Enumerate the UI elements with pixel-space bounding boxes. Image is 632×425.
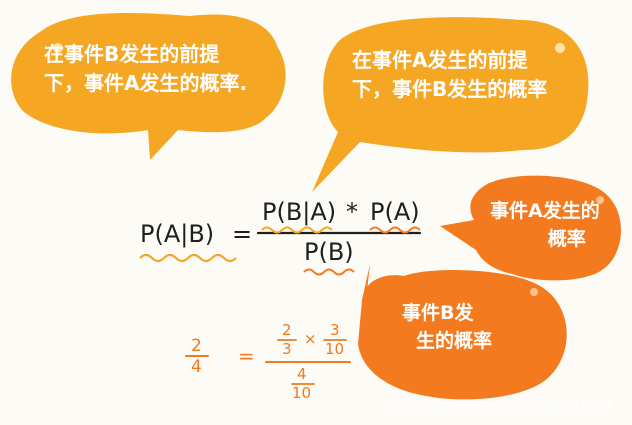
callout-top-right-line2: 下，事件B发生的概率 <box>352 77 548 101</box>
highlight-dot <box>596 196 604 204</box>
formula-lhs: P(A|B) <box>140 220 215 248</box>
bubble-top-left <box>11 12 286 160</box>
example-b-num: 3 <box>330 321 340 339</box>
callout-top-left-line2: 下，事件A发生的概率. <box>44 71 248 95</box>
example-times: × <box>304 330 317 348</box>
underline-pa <box>369 226 421 234</box>
highlight-dot <box>555 43 565 53</box>
example-lhs-num: 2 <box>191 336 202 356</box>
callout-top-right-line1: 在事件A发生的前提 <box>352 48 528 72</box>
highlight-dot <box>53 43 63 53</box>
example-b-den: 10 <box>325 340 345 358</box>
callout-right-low-line1: 事件B发 <box>402 302 474 324</box>
example-equals: = <box>238 344 255 368</box>
example-lhs-den: 4 <box>191 357 202 377</box>
callout-top-left-line1: 在事件B发生的前提 <box>44 42 220 66</box>
callout-right-low: 事件B发 生的概率 <box>392 300 492 355</box>
formula-numerator-left: P(B|A) <box>262 198 337 226</box>
example-c-den: 10 <box>292 384 312 402</box>
callout-right-mid: 事件A发生的 概率 <box>490 198 600 253</box>
example-a-den: 3 <box>282 340 292 358</box>
formula-denominator: P(B) <box>304 238 354 266</box>
underline-pba <box>261 226 333 234</box>
bubble-top-right <box>312 17 589 192</box>
example-a-num: 2 <box>282 321 292 339</box>
formula-times: * <box>346 198 358 226</box>
callout-top-right: 在事件A发生的前提 下，事件B发生的概率 <box>352 46 547 104</box>
callout-right-mid-line2: 概率 <box>547 227 586 250</box>
formula-equals: = <box>232 220 253 248</box>
highlight-dot <box>530 288 538 296</box>
example-c-num: 4 <box>297 365 307 383</box>
underline-lhs <box>139 253 237 263</box>
bubble-right-low <box>358 264 567 400</box>
underline-pb <box>303 268 355 276</box>
callout-top-left: 在事件B发生的前提 下，事件A发生的概率. <box>44 40 247 98</box>
callout-right-low-line2: 生的概率 <box>416 329 493 352</box>
callout-right-mid-line1: 事件A发生的 <box>490 200 600 222</box>
watermark: https://blog.csdn.net/qq_21201267 <box>384 400 613 415</box>
bubble-right-mid <box>440 175 621 281</box>
formula-numerator-right: P(A) <box>370 198 420 226</box>
